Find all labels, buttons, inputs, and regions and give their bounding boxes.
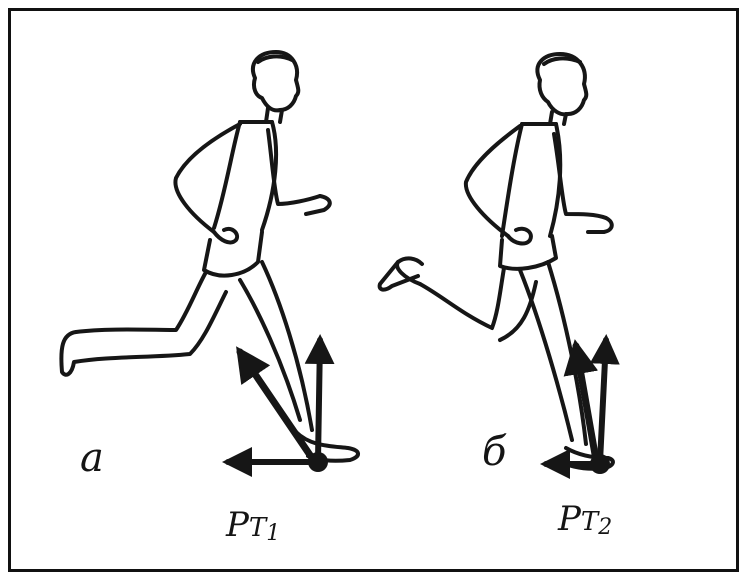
force-label-a: PT1	[226, 508, 280, 545]
force-label-a-index: 1	[266, 521, 280, 546]
contact-point-b	[590, 454, 610, 474]
force-label-b-sub: T	[581, 507, 598, 537]
force-label-a-main: P	[226, 505, 249, 545]
runner-a-figure	[61, 52, 358, 461]
panel-a-label: а	[80, 438, 104, 478]
resultant-force-arrow-a	[240, 352, 312, 458]
vertical-force-arrow-b	[600, 340, 606, 462]
runner-b-figure	[380, 54, 613, 469]
panel-b-label: б	[482, 432, 506, 472]
force-label-b: PT2	[558, 502, 612, 539]
contact-point-a	[308, 452, 328, 472]
force-label-a-sub: T	[249, 513, 266, 543]
vertical-force-arrow-a	[318, 340, 320, 460]
force-label-b-main: P	[558, 499, 581, 539]
force-label-b-index: 2	[598, 515, 612, 540]
